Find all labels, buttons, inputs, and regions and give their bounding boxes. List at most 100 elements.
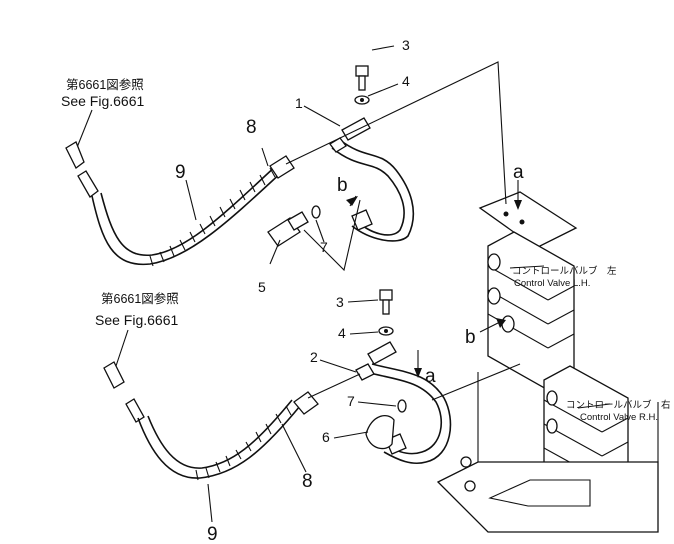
callout-4-lower: 4 (338, 325, 346, 341)
control-valve-lh-label-jp: コントロールバルブ 左 (512, 265, 617, 277)
callout-9-lower: 9 (207, 524, 218, 544)
control-valve-lh-body (487, 231, 575, 391)
b-arrow-head-lower (496, 318, 506, 328)
leader-8-lower (281, 423, 307, 473)
valve-lh-port-3 (501, 315, 515, 333)
lower-pipe-clamp (367, 341, 397, 365)
lower-pipe-tube-1 (365, 371, 443, 455)
upper-hose-end-fitting (65, 141, 85, 169)
lower-bolt-and-washer (378, 289, 394, 336)
callout-9-upper: 9 (175, 162, 186, 183)
upper-hose-nut (77, 170, 99, 198)
fitting-5-nut (287, 211, 309, 231)
control-valve-rh-label-en: Control Valve R.H. (580, 412, 658, 423)
lower-figure-reference-en: See Fig.6661 (95, 312, 178, 328)
leader-7-upper (315, 219, 325, 243)
upper-hose-pipe-fitting (269, 155, 295, 179)
bracket-hole-1 (503, 211, 509, 217)
upper-hose-outer-2 (100, 163, 279, 256)
lower-hose-to-pipe-center-line (307, 373, 361, 399)
upper-assembly-center-line (285, 61, 507, 205)
leader-7-lower (357, 401, 397, 407)
lower-hose-pipe-fitting (293, 391, 319, 415)
upper-elbow-fitting-5 (267, 205, 321, 247)
leader-5 (269, 239, 281, 265)
lower-assembly-center-line (431, 363, 521, 401)
valve-rh-port-2 (546, 418, 558, 434)
callout-3-upper: 3 (402, 37, 410, 53)
lower-hose-assembly (103, 361, 319, 481)
callout-2: 2 (310, 349, 318, 365)
fitting-5-center-lines (303, 199, 361, 272)
upper-pipe-tube-2 (339, 139, 415, 242)
callout-5: 5 (258, 279, 266, 295)
frame-bolt-1 (460, 456, 472, 468)
leader-8-upper (261, 147, 269, 167)
callout-3-lower: 3 (336, 294, 344, 310)
o-ring-7-upper (311, 205, 321, 219)
callout-6: 6 (322, 429, 330, 445)
upper-hose-sleeve-wraps (149, 167, 276, 267)
upper-hose-outer-1 (91, 169, 285, 266)
callout-b-upper: b (337, 175, 348, 196)
upper-washer-hole (360, 98, 364, 102)
upper-bolt-shank (358, 75, 366, 91)
lower-bolt-shank (382, 299, 390, 315)
o-ring-7-lower (397, 399, 407, 413)
lower-hose-sleeve-wraps (195, 405, 292, 481)
leader-valve-rh (577, 403, 611, 409)
callout-7-upper: 7 (320, 239, 328, 255)
control-valve-lh-label-en: Control Valve L.H. (514, 278, 590, 289)
valve-lh-port-2 (487, 287, 501, 305)
lower-hose-end-fitting (103, 361, 125, 389)
upper-pipe-clamp (341, 117, 371, 141)
leader-6 (333, 431, 369, 439)
frame-members (477, 372, 659, 507)
callout-a-upper: a (513, 162, 524, 183)
leader-3-lower (347, 299, 379, 303)
upper-pipe-end-nut (329, 137, 347, 153)
callout-1: 1 (295, 95, 303, 111)
upper-pipe-assembly (329, 117, 415, 242)
callout-4-upper: 4 (402, 73, 410, 89)
lower-elbow-fitting-6 (365, 399, 407, 450)
lower-hose-outer-2 (147, 399, 293, 469)
lower-figure-reference-jp: 第6661図参照 (101, 291, 179, 306)
leader-3-upper (371, 45, 395, 51)
lower-bolt-head (379, 289, 393, 301)
upper-hose-assembly (65, 141, 295, 267)
control-valve-rh-label-jp: コントロールバルブ 右 (566, 399, 671, 411)
callout-8-upper: 8 (246, 117, 257, 138)
leader-4-lower (349, 331, 379, 335)
b-arrow-head-upper (346, 196, 358, 206)
lower-pipe-assembly (355, 341, 452, 465)
upper-bolt-and-washer (354, 65, 370, 105)
upper-bolt-head (355, 65, 369, 77)
a-arrow-head-upper (514, 200, 522, 210)
callout-7-lower: 7 (347, 393, 355, 409)
callout-a-lower: a (425, 366, 436, 387)
upper-pipe-tube-1 (331, 147, 405, 236)
control-valve-lh-sections (487, 265, 575, 349)
lower-hose-nut (125, 398, 145, 423)
frame-bolt-2 (464, 480, 476, 492)
callout-b-lower: b (465, 327, 476, 348)
upper-figure-reference-jp: 第6661図参照 (66, 77, 144, 92)
leader-2 (319, 359, 357, 373)
lower-pipe-tube-2 (371, 363, 452, 465)
valve-lh-port-1 (487, 253, 501, 271)
upper-reference-leader (75, 109, 93, 151)
fitting-6-body (365, 414, 395, 450)
leader-valve-lh (509, 265, 545, 269)
bracket-hole-2 (519, 219, 525, 225)
upper-figure-reference-en: See Fig.6661 (61, 93, 144, 109)
leader-9-lower (207, 483, 213, 523)
leader-9-upper (185, 179, 197, 221)
control-valve-assembly (436, 191, 659, 533)
lower-pipe-end-nut (355, 363, 375, 381)
frame-base-plate (436, 461, 659, 533)
b-arrow-shaft-lower (479, 321, 501, 333)
valve-rh-port-1 (546, 390, 558, 406)
lower-washer-hole (384, 329, 388, 333)
